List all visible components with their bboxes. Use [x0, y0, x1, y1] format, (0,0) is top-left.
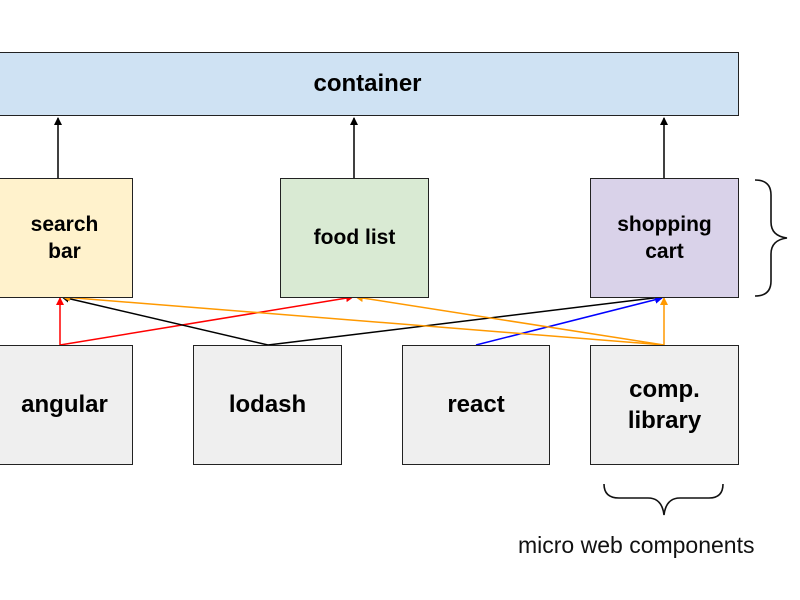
lodash-label: lodash — [228, 391, 307, 419]
lodash-box: lodash — [193, 345, 342, 465]
arrow-lib-to-food — [355, 294, 665, 346]
components-brace — [603, 483, 724, 516]
comp-library-label-line1: comp. — [629, 375, 700, 403]
arrow-react-to-cart — [475, 295, 663, 346]
search-bar-label-line2: bar — [48, 240, 81, 263]
angular-box: angular — [0, 345, 133, 465]
comp-library-label-line2: library — [627, 407, 702, 434]
shopping-cart-label-line1: shopping — [617, 212, 712, 236]
container-label: container — [313, 70, 422, 98]
food-list-label: food list — [313, 226, 396, 250]
feature-group-brace — [754, 179, 788, 297]
react-label: react — [447, 391, 505, 419]
react-box: react — [402, 345, 550, 465]
food-list-box: food list — [280, 178, 429, 298]
comp-library-box: comp. library — [590, 345, 739, 465]
arrow-lodash-to-cart — [267, 293, 663, 346]
angular-label: angular — [21, 391, 108, 419]
container-box: container — [0, 52, 739, 116]
arrow-lib-to-search — [62, 293, 665, 346]
shopping-cart-label-line2: cart — [645, 240, 684, 263]
search-bar-label-line1: search — [30, 212, 99, 236]
shopping-cart-box: shopping cart — [590, 178, 739, 298]
micro-web-components-caption: micro web components — [518, 532, 755, 558]
search-bar-box: search bar — [0, 178, 133, 298]
arrow-angular-to-food — [59, 294, 354, 346]
arrow-lodash-to-search — [61, 294, 269, 346]
